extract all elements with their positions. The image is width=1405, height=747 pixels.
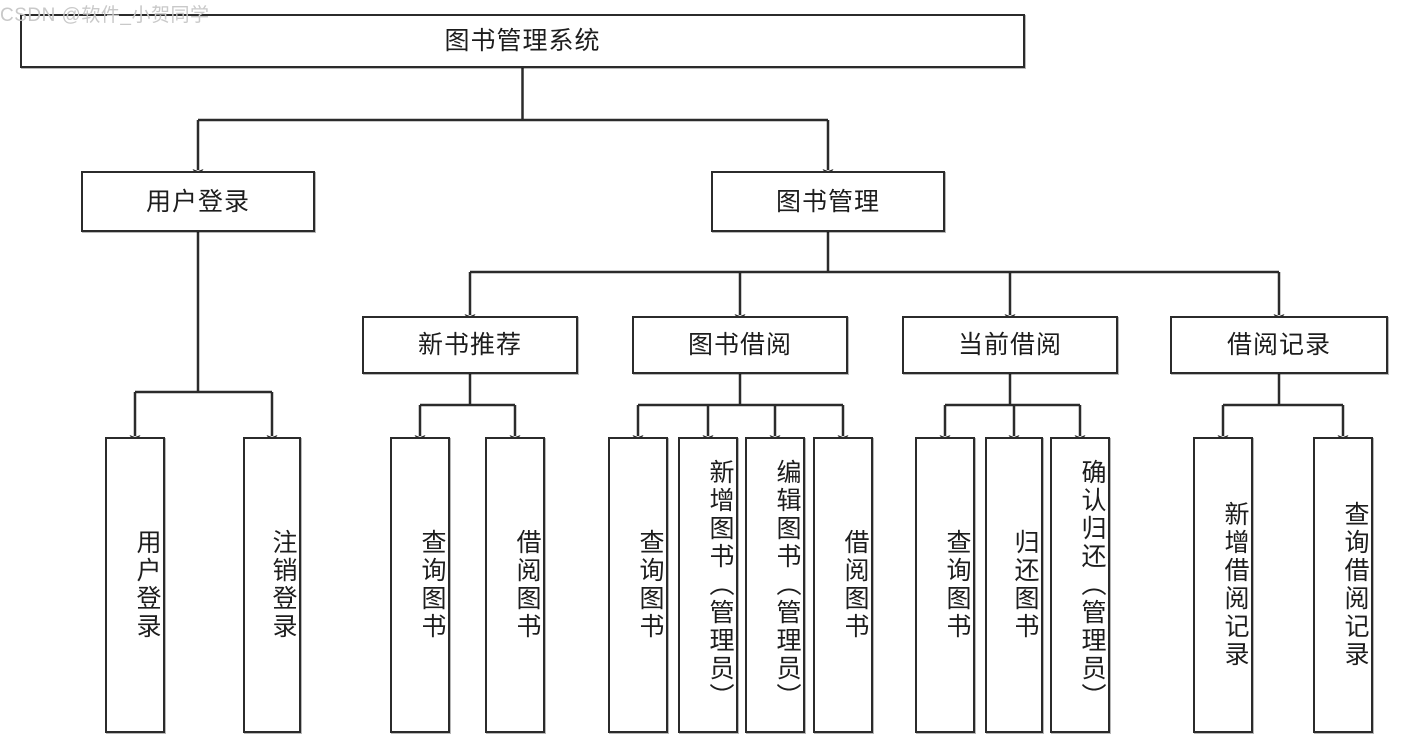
node-book-management[interactable]: 图书管理 [711, 171, 945, 232]
node-label: 新增图书（管理员） [706, 459, 734, 711]
node-label: 新书推荐 [417, 331, 522, 359]
node-label: 新增借阅记录 [1221, 501, 1249, 669]
node-leaf-query-book-1[interactable]: 查询图书 [390, 437, 450, 733]
node-label: 图书借阅 [687, 331, 792, 359]
node-book-borrow[interactable]: 图书借阅 [632, 316, 848, 374]
node-label: 查询图书 [636, 529, 664, 641]
node-leaf-add-book[interactable]: 新增图书（管理员） [678, 437, 738, 733]
node-label: 编辑图书（管理员） [773, 459, 801, 711]
node-leaf-query-book-3[interactable]: 查询图书 [915, 437, 975, 733]
node-leaf-query-record[interactable]: 查询借阅记录 [1313, 437, 1373, 733]
node-leaf-borrow-book-2[interactable]: 借阅图书 [813, 437, 873, 733]
node-label: 归还图书 [1011, 529, 1039, 641]
node-new-book-recommend[interactable]: 新书推荐 [362, 316, 578, 374]
node-label: 注销登录 [269, 529, 297, 641]
node-user-login[interactable]: 用户登录 [81, 171, 315, 232]
node-label: 查询图书 [418, 529, 446, 641]
csdn-watermark: CSDN @软件_小贺同学 [0, 5, 210, 26]
node-leaf-user-login[interactable]: 用户登录 [105, 437, 165, 733]
node-leaf-user-logout[interactable]: 注销登录 [243, 437, 301, 733]
node-leaf-edit-book[interactable]: 编辑图书（管理员） [745, 437, 805, 733]
node-label: 当前借阅 [957, 331, 1062, 359]
node-label: 图书管理 [775, 187, 880, 216]
node-label: 确认归还（管理员） [1078, 459, 1106, 711]
node-leaf-borrow-book-1[interactable]: 借阅图书 [485, 437, 545, 733]
node-label: 借阅图书 [513, 529, 541, 641]
node-label: 查询借阅记录 [1341, 501, 1369, 669]
node-leaf-return-book[interactable]: 归还图书 [985, 437, 1043, 733]
node-label: 用户登录 [145, 187, 250, 216]
node-borrow-record[interactable]: 借阅记录 [1170, 316, 1388, 374]
node-leaf-add-record[interactable]: 新增借阅记录 [1193, 437, 1253, 733]
node-leaf-query-book-2[interactable]: 查询图书 [608, 437, 668, 733]
node-label: 用户登录 [133, 529, 161, 641]
node-label: 借阅记录 [1226, 331, 1331, 359]
node-label: 查询图书 [943, 529, 971, 641]
node-current-borrow[interactable]: 当前借阅 [902, 316, 1118, 374]
node-root-system[interactable]: 图书管理系统 [20, 14, 1025, 68]
node-leaf-confirm-return[interactable]: 确认归还（管理员） [1050, 437, 1110, 733]
node-label: 借阅图书 [841, 529, 869, 641]
node-label: 图书管理系统 [444, 27, 601, 55]
